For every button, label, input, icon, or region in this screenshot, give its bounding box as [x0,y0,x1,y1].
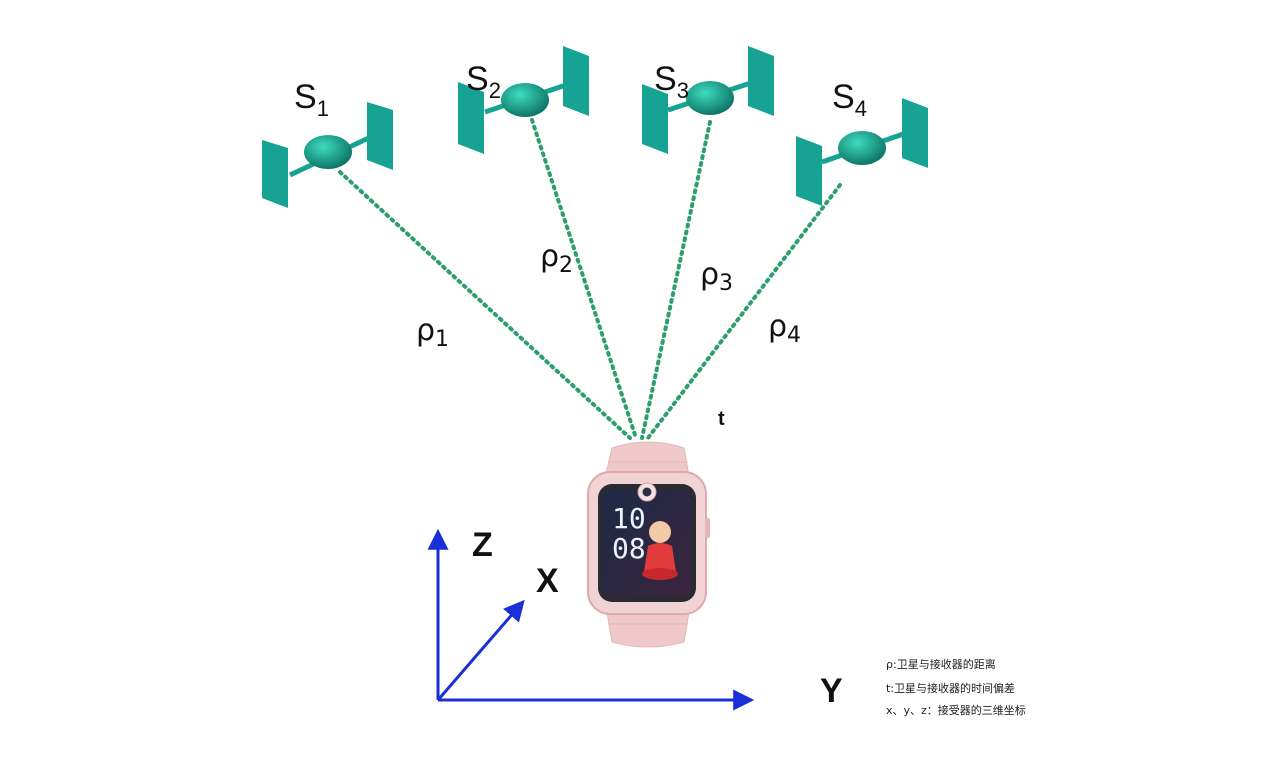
satellite-label-3: S3 [654,60,689,103]
coordinate-axes [427,528,755,711]
y-axis-label: Y [820,672,843,710]
legend-line-3: x、y、z：接受器的三维坐标 [886,703,1026,717]
range-label-1: ρ1 [416,313,449,352]
signal-line-1 [338,170,632,440]
x-axis [436,599,525,701]
smartwatch-icon: 10 08 [587,441,710,648]
satellite-icon [262,102,393,208]
legend-line-1: ρ:卫星与接收器的距离 [886,657,996,671]
signal-line-2 [530,118,638,440]
satellite-label-1: S1 [294,78,329,121]
x-axis-label: X [536,562,559,600]
satellite-label-2: S2 [466,60,501,103]
z-axis-label: Z [472,526,493,564]
range-label-3: ρ3 [700,257,733,296]
time-offset-label: t [718,408,725,430]
satellite-label-4: S4 [832,78,867,121]
range-label-4: ρ4 [768,309,801,348]
signal-line-4 [646,183,842,440]
watch-minute: 08 [612,532,646,565]
range-label-2: ρ2 [540,239,573,278]
satellite-icon [642,46,774,154]
signal-line-3 [640,120,712,440]
satellite-icon [796,98,928,206]
legend-line-2: t:卫星与接收器的时间偏差 [886,681,1015,695]
avatar [642,521,678,580]
watch-hour: 10 [612,502,646,535]
signal-lines [338,118,842,440]
satellite-icon [458,46,589,154]
